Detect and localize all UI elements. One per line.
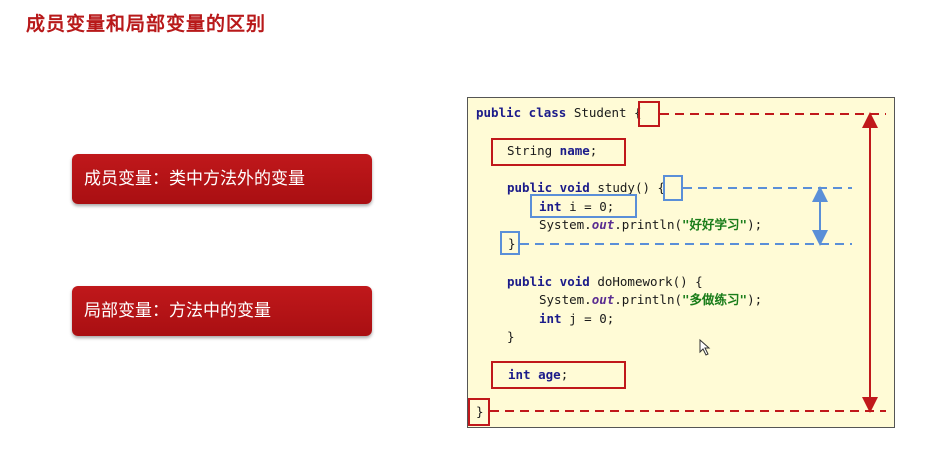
code-line-class-close: } <box>476 404 484 419</box>
member-age-box <box>491 361 626 389</box>
class-close-brace-box <box>468 398 490 426</box>
code-line-dohomework-method: public void doHomework() { <box>507 274 703 289</box>
local-i-box <box>530 194 637 218</box>
code-line-println-homework: System.out.println("多做练习"); <box>539 292 763 307</box>
code-line-int-j: int j = 0; <box>539 311 615 326</box>
code-line-dohomework-close: } <box>507 329 515 344</box>
code-line-age-field: int age; <box>508 367 569 382</box>
member-name-box <box>491 138 626 166</box>
class-open-brace-box <box>638 101 660 127</box>
code-line-name-field: String name; <box>507 143 598 158</box>
slide-title: 成员变量和局部变量的区别 <box>26 13 267 35</box>
method-open-brace-box <box>663 175 683 201</box>
code-line-study-close: } <box>508 236 516 251</box>
code-line-study-method: public void study() { <box>507 180 666 195</box>
code-line-class-decl: public class Student { <box>476 105 642 120</box>
local-variable-label: 局部变量：方法中的变量 <box>72 286 372 336</box>
member-variable-label: 成员变量：类中方法外的变量 <box>72 154 372 204</box>
code-panel <box>467 97 895 428</box>
method-close-brace-box <box>500 231 520 255</box>
mouse-cursor-icon <box>699 338 711 356</box>
code-line-int-i: int i = 0; <box>539 199 615 214</box>
code-line-println-study: System.out.println("好好学习"); <box>539 217 763 232</box>
